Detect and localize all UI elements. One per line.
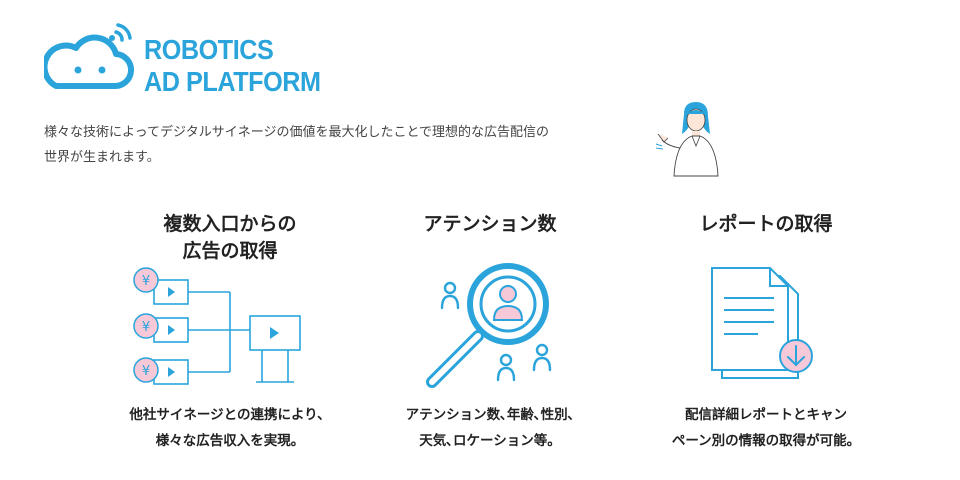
brand-name: ROBOTICS AD PLATFORM — [144, 34, 321, 98]
brand-line-2: AD PLATFORM — [144, 66, 321, 97]
feature-title-line-2: 広告の取得 — [182, 240, 278, 262]
multi-input-signage-icon: ¥ ¥ ¥ — [133, 267, 301, 385]
feature-title: アテンション数 — [360, 211, 620, 238]
feature-desc-line-1: 配信詳細レポートとキャン — [685, 407, 847, 423]
feature-desc-line-1: 他社サイネージとの連携により、 — [129, 407, 331, 423]
intro-line-2: 世界が生まれます。 — [44, 150, 160, 165]
yen-symbol: ¥ — [142, 364, 150, 379]
feature-description: 他社サイネージとの連携により、 様々な広告収入を実現。 — [100, 402, 360, 454]
feature-desc-line-2: 様々な広告収入を実現。 — [155, 433, 305, 449]
feature-desc-line-2: ペーン別の情報の取得が可能。 — [671, 433, 861, 449]
feature-title-line-1: 複数入口からの — [163, 213, 297, 235]
yen-symbol: ¥ — [142, 320, 150, 335]
feature-title: 複数入口からの 広告の取得 — [100, 211, 360, 265]
report-download-icon — [711, 267, 813, 379]
presenter-woman-illustration — [655, 102, 719, 177]
feature-title: レポートの取得 — [636, 211, 896, 238]
feature-report: レポートの取得 配信詳細レポートとキャン ペーン別の情報の取得が可能。 — [636, 0, 896, 480]
brand-line-1: ROBOTICS — [144, 34, 274, 65]
cloud-robot-logo-icon — [44, 23, 134, 90]
feature-multi-input: 複数入口からの 広告の取得 ¥ ¥ ¥ 他社サイネージ — [100, 0, 360, 480]
feature-title-line-1: レポートの取得 — [699, 213, 833, 235]
yen-symbol: ¥ — [142, 274, 150, 289]
feature-attention: アテンション数 アテンション数､年齢､性別､ 天気､ロケーション等。 — [360, 0, 620, 480]
feature-title-line-1: アテンション数 — [423, 213, 557, 235]
feature-description: 配信詳細レポートとキャン ペーン別の情報の取得が可能。 — [636, 402, 896, 454]
feature-desc-line-2: 天気､ロケーション等。 — [419, 433, 561, 449]
feature-description: アテンション数､年齢､性別､ 天気､ロケーション等。 — [360, 402, 620, 454]
feature-desc-line-1: アテンション数､年齢､性別､ — [405, 407, 575, 423]
attention-magnifier-icon — [426, 263, 552, 388]
intro-text: 様々な技術によってデジタルサイネージの価値を最大化したことで理想的な広告配信の … — [44, 120, 644, 170]
intro-line-1: 様々な技術によってデジタルサイネージの価値を最大化したことで理想的な広告配信の — [44, 125, 550, 140]
